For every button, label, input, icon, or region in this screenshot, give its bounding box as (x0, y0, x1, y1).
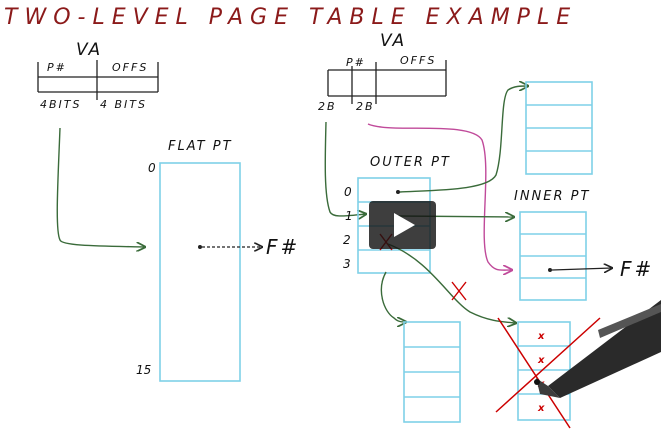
tl-outer-entry0-dot (396, 190, 400, 194)
flat-result: F# (266, 235, 300, 259)
tl-outer-entry2-arrow (387, 243, 516, 323)
tl-outer-index-2: 2 (343, 233, 351, 247)
flat-field-offset: OFFS (112, 61, 148, 74)
flat-bits-offset: 4 BITS (100, 98, 147, 111)
tl-outer-index-1: 1 (345, 209, 353, 223)
flat-field-page: P# (47, 61, 67, 74)
tl-inner-pt-1 (519, 211, 587, 301)
tl-invalid-mark-0: x (537, 331, 545, 342)
tl-field-page: P# (346, 56, 366, 69)
tl-va-label: VA (380, 31, 406, 51)
page-title: TWO-LEVEL PAGE TABLE EXAMPLE (4, 5, 577, 30)
tl-inner-label: INNER PT (514, 189, 590, 204)
tl-outer-label: OUTER PT (370, 155, 451, 170)
tl-inner-pt-0 (525, 81, 593, 175)
tl-outer-index-arrow (324, 121, 366, 216)
tl-entry2-arrow-cross (451, 281, 467, 301)
flat-entry-dot (198, 245, 202, 249)
tl-inner-index-arrow (367, 123, 512, 270)
tl-bits-outer: 2B (318, 100, 337, 113)
tl-outer-index-0: 0 (344, 185, 352, 199)
tl-inner-pt-2-cross (495, 317, 601, 429)
tl-field-offset: OFFS (400, 54, 436, 67)
flat-pt-box (159, 162, 241, 382)
flat-index-last: 15 (136, 363, 151, 377)
stylus-pen (534, 300, 661, 398)
tl-result: F# (620, 257, 654, 281)
tl-bits-inner: 2B (356, 100, 375, 113)
tl-outer-index-3: 3 (343, 257, 351, 271)
tl-inner-pt-3 (403, 321, 461, 423)
tl-outer-entry3-arrow (380, 271, 406, 322)
tl-invalid-mark-3: x (537, 403, 545, 414)
video-play-button[interactable] (369, 201, 436, 249)
tl-invalid-mark-1: x (537, 355, 545, 366)
two-level-example: VA P# OFFS 2B 2B OUTER PT 0 1 2 3 (318, 31, 654, 429)
tl-frame-arrow (551, 268, 612, 270)
play-icon (394, 213, 415, 237)
tl-outer-entry0-arrow (399, 86, 528, 193)
flat-index-first: 0 (148, 161, 156, 175)
flat-example: VA P# OFFS 4BITS 4 BITS FLAT PT 0 15 F# (37, 40, 300, 382)
tl-va-field (327, 60, 447, 104)
flat-pt-label: FLAT PT (168, 139, 233, 154)
flat-index-arrow (56, 127, 145, 247)
flat-va-label: VA (76, 40, 102, 60)
flat-bits-page: 4BITS (40, 98, 82, 111)
tl-inner-entry-dot (548, 268, 552, 272)
flat-va-field (37, 60, 159, 100)
